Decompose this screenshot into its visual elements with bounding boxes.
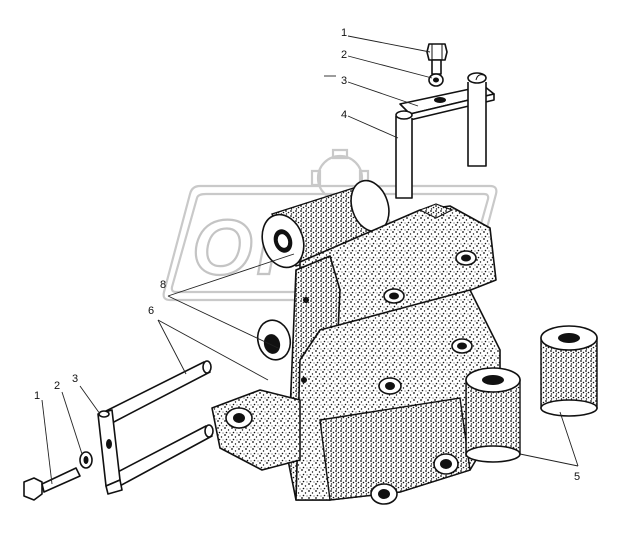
left-bracket-assembly <box>23 360 214 501</box>
bolt-left <box>23 467 81 501</box>
callout-4: 4 <box>341 109 347 121</box>
top-bracket-assembly <box>395 43 495 199</box>
mounting-holes <box>225 250 477 505</box>
u-bolt-top <box>395 72 487 199</box>
callout-labels: 1 2 3 4 8 6 1 2 3 5 <box>34 27 580 483</box>
callout-1-top: 1 <box>341 27 347 39</box>
callout-5: 5 <box>574 471 580 483</box>
callout-2-left: 2 <box>54 380 60 392</box>
bolt-top <box>426 43 448 75</box>
bushing-right-rear <box>540 325 598 417</box>
callout-1-left: 1 <box>34 390 40 402</box>
callout-8: 8 <box>160 279 166 291</box>
washer-left <box>79 451 93 469</box>
bushing-right-front <box>465 367 521 463</box>
leader-lines <box>41 35 579 485</box>
main-bracket-body <box>211 203 501 505</box>
washer-top <box>428 73 444 87</box>
callout-2-top: 2 <box>341 49 347 61</box>
callout-3-top: 3 <box>341 75 347 87</box>
callout-6: 6 <box>148 305 154 317</box>
u-bolt-left <box>103 360 214 489</box>
callout-3-left: 3 <box>72 373 78 385</box>
clamp-plate-left <box>97 409 123 495</box>
